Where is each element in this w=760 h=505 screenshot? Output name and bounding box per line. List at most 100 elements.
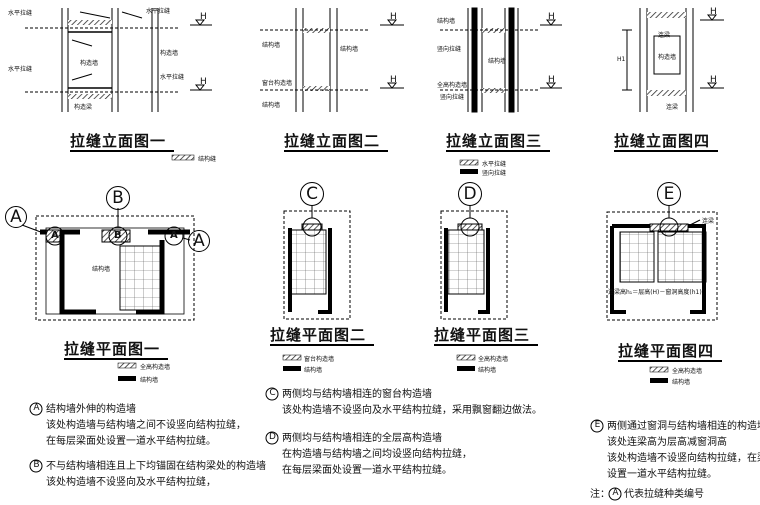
plan4-legend-1: 结构墙: [672, 379, 691, 386]
e3-h-mark-top: H: [548, 12, 555, 22]
footnote-text: 代表拉缝种类编号: [624, 489, 704, 500]
e1-label-structural: 构造墙: [160, 50, 179, 57]
plan1-title: 拉缝平面图一: [64, 340, 161, 358]
elevation-4: [622, 8, 724, 112]
e1-label-htie-right-top: 水平拉缝: [146, 8, 171, 15]
e2-label-wall-right: 结构墙: [340, 46, 359, 53]
e1-label-htie-right: 水平拉缝: [160, 74, 185, 81]
note-e-line-1: 该处连梁高为层高减窗洞高: [607, 437, 727, 448]
plan-3: [440, 205, 508, 320]
e2-label-wall-left: 结构墙: [262, 42, 281, 49]
e3-legend-1: 竖向拉缝: [482, 170, 507, 177]
e2-h-mark-top: H: [390, 12, 397, 22]
e1-h-mark-bottom: H: [200, 77, 207, 87]
e2-h-mark-bottom: H: [390, 75, 397, 85]
note-e-marker: E: [594, 420, 601, 430]
note-d-line-2: 在每层梁面处设置一道水平结构拉缝。: [282, 465, 452, 476]
e1-title: 拉缝立面图一: [70, 132, 167, 150]
plan1-title-underline: [64, 358, 168, 360]
plan-2: [283, 205, 351, 320]
e4-label-lintel-bottom: 连梁: [666, 104, 679, 111]
plan3-legend-0: 全高构造墙: [478, 356, 509, 363]
plan2-title: 拉缝平面图二: [270, 326, 367, 344]
elevation-3: [440, 7, 562, 113]
plan4-callout-e: E: [657, 182, 681, 206]
e1-label-htie-left: 水平拉缝: [8, 66, 33, 73]
e1-label-beam: 构造梁: [74, 104, 93, 111]
note-b-line-0: 不与结构墙相连且上下均锚固在结构梁处的构造墙: [46, 461, 266, 472]
e2-title-underline: [284, 150, 388, 152]
plan1-legend-0: 全高构造墙: [140, 364, 171, 371]
e3-legend-0: 水平拉缝: [482, 161, 507, 168]
elevation-1: [25, 8, 212, 112]
e3-title-underline: [446, 150, 550, 152]
note-a-marker: A: [33, 403, 40, 413]
plan4-formula: 连梁高h₁＝层高(H)－窗洞高度(h1): [608, 289, 702, 296]
plan1-legend-1: 结构墙: [140, 377, 159, 384]
e1-label-structural-wall: 构造墙: [80, 60, 99, 67]
plan2-title-underline: [270, 344, 374, 346]
legend-swatches: [117, 154, 669, 383]
note-d-marker: D: [269, 432, 276, 442]
note-b-line-1: 该处构造墙不设竖向及水平结构拉缝，: [46, 477, 216, 488]
plan-1: [21, 208, 195, 321]
note-markers: [29, 387, 622, 501]
e1-legend-0: 结构缝: [198, 156, 217, 163]
plan1-marker-a-inner: A: [51, 230, 59, 241]
plan3-legend-1: 结构墙: [478, 367, 497, 374]
e3-title: 拉缝立面图三: [446, 132, 543, 150]
note-d-line-1: 在构造墙与结构墙之间均设竖向结构拉缝，: [282, 449, 472, 460]
note-e-line-3: 设置一道水平结构拉缝。: [607, 469, 717, 480]
plan1-callout-a: A: [5, 206, 27, 228]
e3-h-mark-bottom: H: [548, 75, 555, 85]
e4-title-underline: [614, 150, 718, 152]
note-d-line-0: 两侧均与结构墙相连的全层高构造墙: [282, 433, 442, 444]
e4-h-mark-bottom: H: [710, 75, 717, 85]
e3-label-structural: 结构墙: [437, 18, 456, 25]
plan3-title: 拉缝平面图三: [434, 326, 531, 344]
note-e-line-2: 该处构造墙不设竖向结构拉缝，在梁面: [607, 453, 760, 464]
plan1-marker-a-right-inner: A: [170, 230, 178, 241]
e4-h-mark-top: H: [710, 7, 717, 17]
plan4-label: 连梁: [702, 218, 715, 225]
plan1-callout-b: B: [106, 186, 130, 210]
plan3-title-underline: [434, 344, 538, 346]
plan2-callout-c: C: [300, 182, 324, 206]
note-a-line-0: 结构墙外伸的构造墙: [46, 404, 136, 415]
plan4-title-underline: [618, 360, 722, 362]
e2-label-window-wall: 窗台构造墙: [262, 80, 293, 87]
footnote-marker: A: [612, 488, 619, 498]
e2-title: 拉缝立面图二: [284, 132, 381, 150]
e2-label-wall-bottom: 结构墙: [262, 102, 281, 109]
note-a-line-2: 在每层梁面处设置一道水平结构拉缝。: [46, 436, 216, 447]
plan3-callout-d: D: [458, 182, 482, 206]
note-a-line-1: 该处构造墙与结构墙之间不设竖向结构拉缝，: [46, 420, 246, 431]
e3-label-vertical-tie-b: 竖向拉缝: [440, 94, 465, 101]
plan2-legend-1: 结构墙: [304, 367, 323, 374]
e4-title: 拉缝立面图四: [614, 132, 711, 150]
e1-title-underline: [70, 150, 174, 152]
elevation-2: [260, 8, 404, 112]
plan4-title: 拉缝平面图四: [618, 342, 715, 360]
e4-label-dim: H1: [617, 56, 626, 63]
note-b-marker: B: [33, 460, 40, 470]
note-e-line-0: 两侧通过窗洞与结构墙相连的构造墙l: [607, 421, 760, 432]
e3-label-full-height: 全高构造墙: [437, 82, 468, 89]
plan-4: [606, 205, 718, 321]
note-c-marker: C: [269, 388, 276, 398]
plan2-legend-0: 窗台构造墙: [304, 356, 335, 363]
plan4-legend-0: 全高构造墙: [672, 368, 703, 375]
note-c-line-0: 两侧均与结构墙相连的窗台构造墙: [282, 389, 432, 400]
e1-h-mark-top: H: [200, 12, 207, 22]
plan1-callout-a-right: A: [188, 230, 210, 252]
footnote-prefix: 注：: [590, 489, 610, 500]
e3-label-vertical-tie: 竖向拉缝: [437, 46, 462, 53]
e3-label-structural-b: 结构墙: [488, 58, 507, 65]
plan1-label: 结构墙: [92, 266, 111, 273]
e4-label-structural: 构造墙: [658, 54, 677, 61]
plan1-marker-b-inner: B: [114, 230, 122, 241]
e1-label-htie-top: 水平拉缝: [8, 10, 33, 17]
note-c-line-1: 该处构造墙不设竖向及水平结构拉缝，采用飘窗翻边做法。: [282, 405, 542, 416]
e4-label-lintel-top: 连梁: [658, 32, 671, 39]
